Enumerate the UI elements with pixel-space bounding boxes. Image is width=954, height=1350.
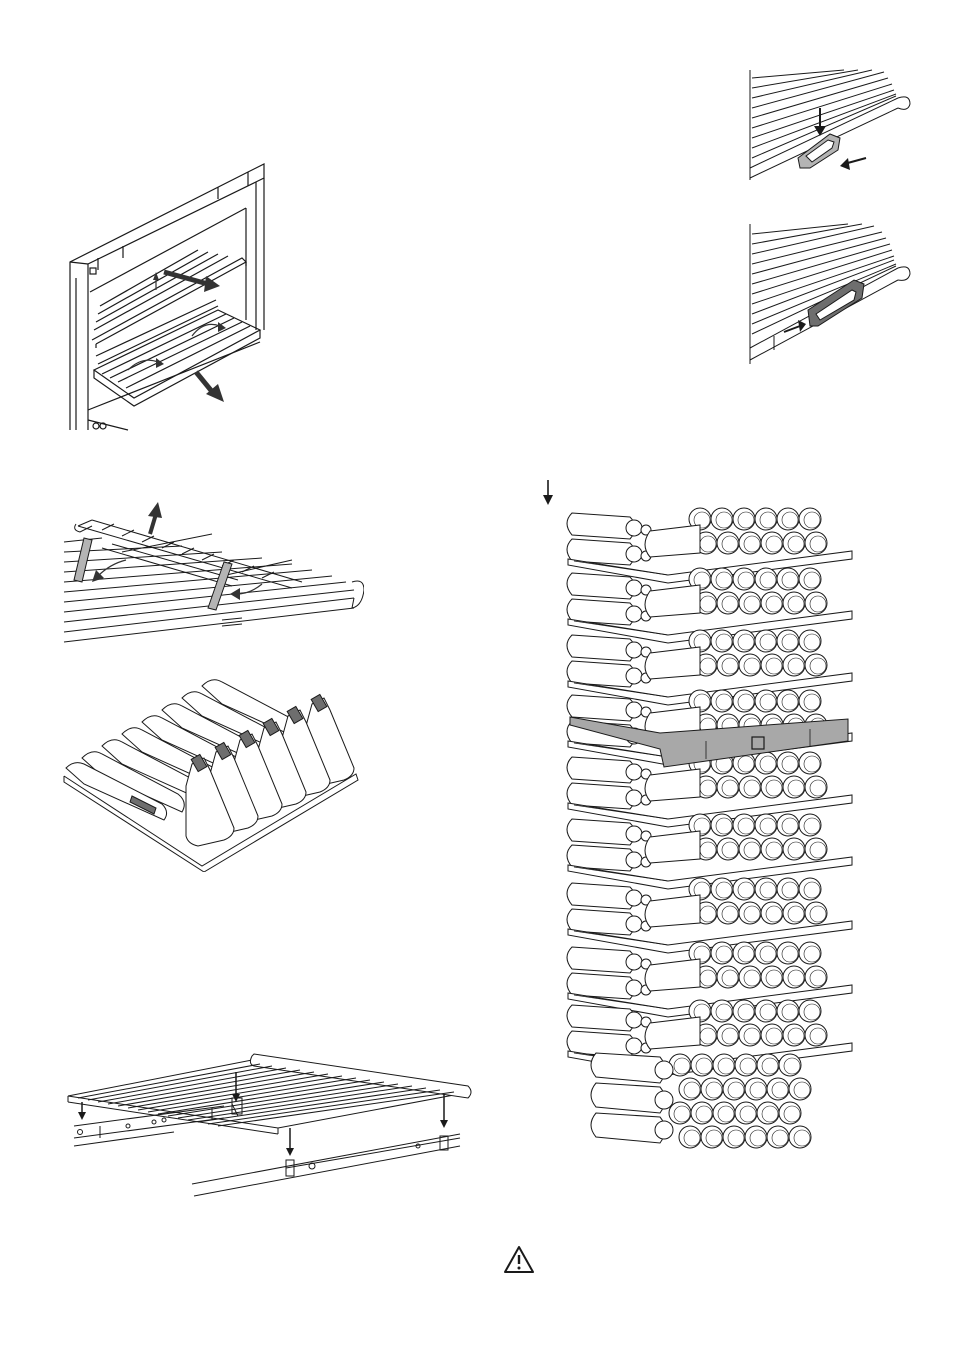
down-arrow-icon (541, 479, 555, 507)
warning-triangle-icon (503, 1245, 535, 1275)
shelf-clip-press-illustration (748, 68, 912, 184)
bottle-rack-lift-illustration (62, 490, 364, 650)
shelf-rail-mounting-illustration (64, 1052, 476, 1202)
angled-bottle-display-illustration (62, 676, 362, 872)
shelf-clip-slide-illustration (748, 222, 912, 366)
cabinet-shelf-removal-illustration (68, 150, 278, 435)
stacked-bottle-storage-illustration (560, 505, 856, 1165)
